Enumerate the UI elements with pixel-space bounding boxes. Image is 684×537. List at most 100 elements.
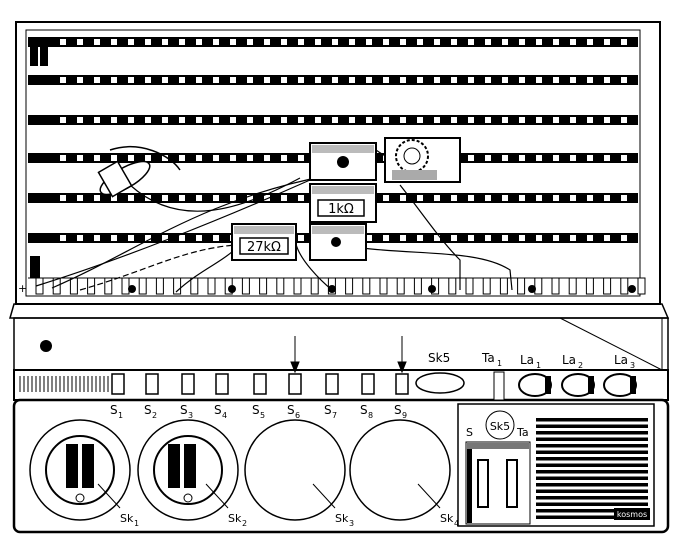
rail-hole — [519, 117, 525, 123]
terminal-spring[interactable] — [104, 277, 113, 295]
rail-hole — [128, 155, 134, 161]
switch-s3[interactable] — [181, 373, 195, 395]
rail-hole — [264, 195, 270, 201]
switch-s1[interactable] — [111, 373, 125, 395]
speaker-s-label: S — [466, 426, 473, 439]
terminal-spring[interactable] — [362, 277, 371, 295]
rail-hole — [111, 195, 117, 201]
terminal-spring[interactable] — [207, 277, 216, 295]
speaker-grille — [536, 418, 648, 519]
brand-logo: kosmos — [617, 510, 647, 519]
resistor-27k-module: 27kΩ — [231, 223, 297, 261]
screw-icon — [128, 285, 136, 293]
rail-hole — [281, 195, 287, 201]
rail-hole — [570, 155, 576, 161]
rail-hole — [247, 117, 253, 123]
terminal-spring[interactable] — [379, 277, 388, 295]
switch-s6[interactable] — [288, 373, 302, 395]
rail-hole — [179, 77, 185, 83]
terminal-spring[interactable] — [413, 277, 422, 295]
rail-hole — [111, 117, 117, 123]
terminal-spring[interactable] — [465, 277, 474, 295]
socket-sk4[interactable] — [349, 419, 451, 521]
rail-hole — [553, 195, 559, 201]
switch-s9[interactable] — [395, 373, 409, 395]
terminal-spring[interactable] — [448, 277, 457, 295]
rail-hole — [60, 117, 66, 123]
rail-hole — [315, 39, 321, 45]
ta1-button[interactable] — [493, 371, 505, 401]
lamp-socket-icon — [40, 340, 52, 352]
rail-hole — [94, 77, 100, 83]
rail-hole — [400, 39, 406, 45]
terminal-spring[interactable] — [155, 277, 164, 295]
rail-hole — [587, 195, 593, 201]
terminal-spring[interactable] — [534, 277, 543, 295]
rail-hole — [417, 235, 423, 241]
screw-icon — [528, 285, 536, 293]
terminal-spring[interactable] — [190, 277, 199, 295]
rail-hole — [281, 39, 287, 45]
terminal-spring[interactable] — [121, 277, 130, 295]
ta1-label: Ta — [481, 351, 495, 365]
switch-s2[interactable] — [145, 373, 159, 395]
terminal-spring[interactable] — [87, 277, 96, 295]
rail-hole — [587, 155, 593, 161]
terminal-spring[interactable] — [173, 277, 182, 295]
knob[interactable] — [45, 435, 115, 505]
terminal-spring[interactable] — [620, 277, 629, 295]
rail-hole — [196, 39, 202, 45]
terminal-spring[interactable] — [517, 277, 526, 295]
rail-hole — [366, 77, 372, 83]
rail-hole — [417, 39, 423, 45]
terminal-spring[interactable] — [69, 277, 78, 295]
rail-hole — [621, 155, 627, 161]
switch-label-sub: 2 — [152, 411, 157, 420]
terminal-spring[interactable] — [603, 277, 612, 295]
rail-hole — [196, 77, 202, 83]
speaker-panel: Sk5 S Ta kosmos — [457, 403, 655, 527]
socket-sk3[interactable] — [244, 419, 346, 521]
terminal-spring[interactable] — [293, 277, 302, 295]
terminal-strip — [28, 277, 646, 295]
terminal-spring[interactable] — [241, 277, 250, 295]
sk5-socket[interactable] — [415, 372, 465, 394]
terminal-spring[interactable] — [138, 277, 147, 295]
rail-hole — [400, 117, 406, 123]
terminal-spring[interactable] — [499, 277, 508, 295]
rail-hole — [247, 195, 253, 201]
rail-hole — [94, 117, 100, 123]
la1-label: La — [520, 353, 534, 367]
rail-hole — [604, 195, 610, 201]
rail-hole — [111, 77, 117, 83]
terminal-spring[interactable] — [345, 277, 354, 295]
terminal-spring[interactable] — [396, 277, 405, 295]
terminal-spring[interactable] — [259, 277, 268, 295]
rail-hole — [400, 195, 406, 201]
rail-hole — [264, 155, 270, 161]
terminal-spring[interactable] — [276, 277, 285, 295]
terminal-spring[interactable] — [482, 277, 491, 295]
rail-hole — [332, 117, 338, 123]
rail-hole — [536, 195, 542, 201]
rail-hole — [162, 155, 168, 161]
terminal-spring[interactable] — [637, 277, 646, 295]
switch-s7[interactable] — [325, 373, 339, 395]
terminal-spring[interactable] — [585, 277, 594, 295]
ta-button[interactable] — [506, 459, 518, 508]
rail-hole — [145, 155, 151, 161]
switch-label: S — [180, 403, 188, 417]
rail-hole — [162, 117, 168, 123]
switch-s4[interactable] — [215, 373, 229, 395]
terminal-spring[interactable] — [310, 277, 319, 295]
switch-s5[interactable] — [253, 373, 267, 395]
rail-hole — [162, 235, 168, 241]
terminal-spring[interactable] — [568, 277, 577, 295]
la2-sub: 2 — [578, 361, 583, 370]
s-switch[interactable] — [477, 459, 489, 508]
rail-hole — [604, 39, 610, 45]
terminal-spring[interactable] — [551, 277, 560, 295]
switch-s8[interactable] — [361, 373, 375, 395]
rail-hole — [264, 39, 270, 45]
